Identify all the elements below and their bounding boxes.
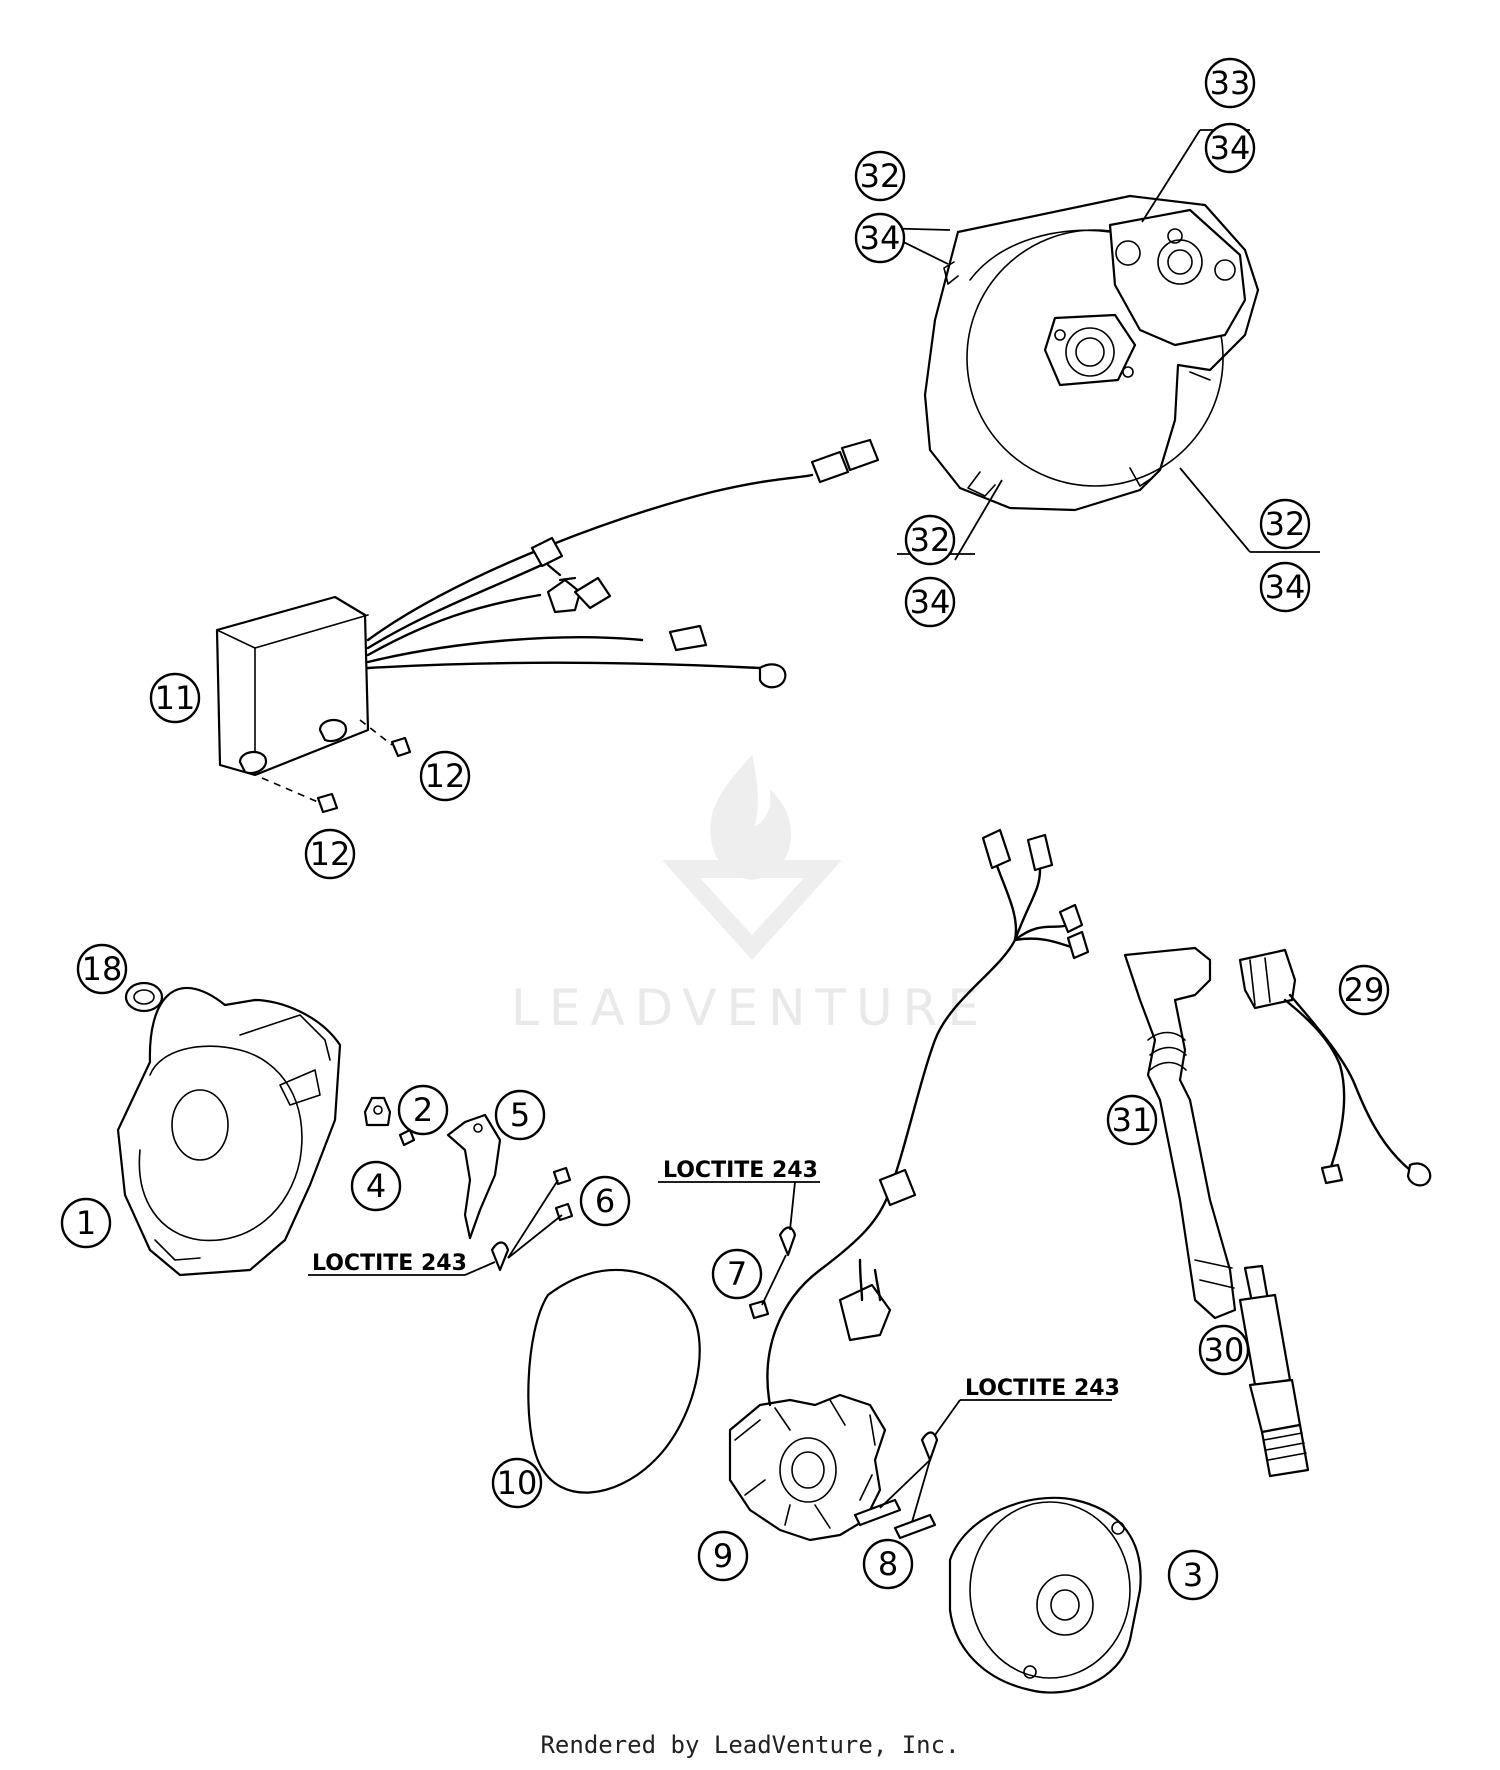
- callout-4: 4: [350, 1160, 402, 1212]
- coil-wiring: [1238, 948, 1432, 1187]
- callout-1: 1: [60, 1197, 112, 1249]
- loctite-note-8: LOCTITE 243: [965, 1376, 1120, 1401]
- callout-6: 6: [579, 1175, 631, 1227]
- watermark-v-icon: [662, 860, 842, 960]
- callout-8: 8: [862, 1538, 914, 1590]
- callout-32-top-left: 32: [854, 150, 906, 202]
- loctite-note-7: LOCTITE 243: [663, 1158, 818, 1183]
- stator: [728, 828, 1090, 1542]
- svg-text:32: 32: [910, 521, 951, 559]
- callout-32-bottom-left: 32: [904, 514, 956, 566]
- svg-text:5: 5: [510, 1096, 530, 1134]
- svg-text:30: 30: [1204, 1331, 1245, 1369]
- rotor: [948, 1496, 1142, 1694]
- callout-12-right: 12: [419, 750, 471, 802]
- clamp: [363, 1096, 416, 1147]
- cable-guide: [446, 1113, 502, 1240]
- svg-text:6: 6: [595, 1182, 615, 1220]
- svg-text:10: 10: [497, 1464, 538, 1502]
- callout-34-bottom-right: 34: [1259, 561, 1311, 613]
- svg-text:1: 1: [76, 1204, 96, 1242]
- callout-31: 31: [1106, 1094, 1158, 1146]
- ignition-coil: [1123, 946, 1237, 1320]
- callout-3: 3: [1167, 1549, 1219, 1601]
- screws-6: [490, 1166, 574, 1272]
- callout-18: 18: [76, 943, 128, 995]
- screws-8: [853, 1431, 939, 1540]
- callout-7: 7: [711, 1248, 763, 1300]
- svg-text:34: 34: [860, 219, 901, 257]
- callout-5: 5: [494, 1089, 546, 1141]
- svg-text:34: 34: [1210, 129, 1251, 167]
- callout-33: 33: [1204, 57, 1256, 109]
- loctite-note-6: LOCTITE 243: [312, 1251, 467, 1276]
- callout-34-bottom-left: 34: [904, 576, 956, 628]
- svg-text:31: 31: [1112, 1101, 1153, 1139]
- svg-text:3: 3: [1183, 1556, 1203, 1594]
- callout-2: 2: [397, 1084, 449, 1136]
- callouts: 33 34 32 34 32 34 32 34 11 12 12 18 1 2 …: [60, 57, 1390, 1601]
- ignition-cover: [923, 194, 1260, 512]
- cap: [124, 981, 164, 1013]
- o-ring: [527, 1268, 701, 1494]
- svg-text:32: 32: [860, 157, 901, 195]
- watermark-flame-icon: [710, 755, 792, 880]
- callout-30: 30: [1198, 1324, 1250, 1376]
- svg-text:18: 18: [82, 950, 123, 988]
- callout-9: 9: [697, 1530, 749, 1582]
- cdi-unit: [215, 438, 880, 814]
- callout-29: 29: [1338, 964, 1390, 1016]
- svg-text:32: 32: [1265, 505, 1306, 543]
- svg-text:33: 33: [1210, 64, 1251, 102]
- callout-34-top-left: 34: [854, 212, 906, 264]
- svg-text:11: 11: [155, 679, 196, 717]
- callout-12-bottom: 12: [304, 828, 356, 880]
- svg-text:29: 29: [1344, 971, 1385, 1009]
- watermark-text: LEADVENTURE: [511, 979, 989, 1037]
- svg-text:8: 8: [878, 1545, 898, 1583]
- stator-cover: [116, 986, 342, 1277]
- svg-text:2: 2: [413, 1091, 433, 1129]
- svg-text:7: 7: [727, 1255, 747, 1293]
- watermark: LEADVENTURE: [511, 755, 989, 1037]
- callout-34-top-right: 34: [1204, 122, 1256, 174]
- footer-credit: Rendered by LeadVenture, Inc.: [540, 1731, 959, 1759]
- svg-text:34: 34: [1265, 568, 1306, 606]
- loctite-notes: LOCTITE 243 LOCTITE 243 LOCTITE 243: [312, 1158, 1120, 1401]
- svg-text:12: 12: [425, 757, 466, 795]
- svg-text:34: 34: [910, 583, 951, 621]
- callout-11: 11: [149, 672, 201, 724]
- callout-10: 10: [491, 1457, 543, 1509]
- spark-plug: [1238, 1264, 1310, 1478]
- svg-text:12: 12: [310, 835, 351, 873]
- callout-32-bottom-right: 32: [1259, 498, 1311, 550]
- screws-7: [748, 1226, 797, 1320]
- svg-text:4: 4: [366, 1167, 386, 1205]
- svg-text:9: 9: [713, 1537, 733, 1575]
